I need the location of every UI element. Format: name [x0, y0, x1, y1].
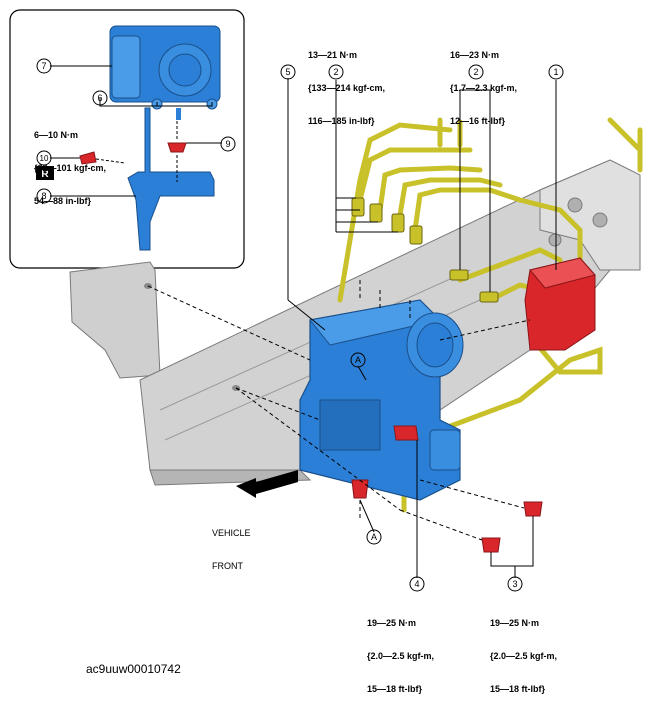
- vehicle-front-line: VEHICLE: [212, 528, 251, 538]
- torque-line: 54—88 in-lbf}: [34, 196, 92, 206]
- red-module: [524, 257, 596, 351]
- vehicle-front-label: VEHICLE FRONT: [212, 506, 251, 583]
- callout-2b: [468, 64, 484, 80]
- callout-6: [92, 90, 108, 106]
- vehicle-front-line: FRONT: [212, 561, 243, 571]
- callout-3: [507, 576, 523, 592]
- nut-a-bottom: [351, 479, 369, 499]
- callout-10-text: 10: [40, 154, 49, 163]
- torque-line: 116—185 in-lbf}: [308, 116, 375, 126]
- callout-9: [220, 136, 236, 152]
- torque-19-25-a: 19—25 N·m {2.0—2.5 kgf-m, 15—18 ft-lbf}: [367, 596, 434, 706]
- torque-line: 19—25 N·m: [490, 618, 540, 628]
- inset-nut-9: [167, 142, 187, 153]
- callout-1-text: 1: [553, 67, 558, 77]
- torque-line: {2.0—2.5 kgf-m,: [490, 651, 558, 661]
- callout-3-text: 3: [512, 579, 517, 589]
- inset-bracket: [127, 107, 215, 251]
- torque-line: {2.0—2.5 kgf-m,: [367, 651, 435, 661]
- torque-line: {133—214 kgf-cm,: [308, 83, 386, 93]
- vehicle-front-arrow: [236, 470, 298, 498]
- callout-1: [548, 64, 564, 80]
- torque-line: 19—25 N·m: [367, 618, 417, 628]
- nut-3b: [523, 501, 543, 517]
- callout-7: [36, 58, 52, 74]
- callout-a-top: [350, 352, 366, 368]
- callout-8-text: 8: [41, 191, 46, 201]
- callout-a-bottom-text: A: [371, 532, 377, 542]
- torque-line: 6—10 N·m: [34, 130, 79, 140]
- dashed-guides: [147, 280, 531, 541]
- exploded-diagram: R 7 6 10 9 8 5 2 2 1 A A 4 3: [9, 9, 643, 592]
- callout-5-text: 5: [285, 67, 290, 77]
- torque-13-21: 13—21 N·m {133—214 kgf-cm, 116—185 in-lb…: [308, 28, 385, 138]
- callout-10: [36, 150, 52, 166]
- callout-a-top-text: A: [355, 355, 361, 365]
- r-box: [36, 166, 54, 180]
- callout-6-text: 6: [97, 93, 102, 103]
- torque-line: 16—23 N·m: [450, 50, 500, 60]
- torque-line: 13—21 N·m: [308, 50, 358, 60]
- hydraulic-unit: [299, 299, 464, 501]
- callout-8: [36, 188, 52, 204]
- torque-line: 12—16 ft-lbf}: [450, 116, 506, 126]
- callout-2a: [328, 64, 344, 80]
- torque-line: {1.7—2.3 kgf-m,: [450, 83, 518, 93]
- callout-2a-text: 2: [333, 67, 338, 77]
- torque-16-23: 16—23 N·m {1.7—2.3 kgf-m, 12—16 ft-lbf}: [450, 28, 517, 138]
- callout-5: [280, 64, 296, 80]
- torque-line: {62—101 kgf-cm,: [34, 163, 107, 173]
- inset-clip-10: [79, 151, 97, 165]
- callout-7-text: 7: [41, 61, 46, 71]
- pipe-fittings: [351, 197, 499, 303]
- r-box-label: R: [41, 169, 49, 180]
- leader-lines: [287, 78, 557, 578]
- nut-main: [393, 425, 419, 441]
- callout-4: [409, 576, 425, 592]
- figure-id: ac9uuw00010742: [86, 662, 181, 676]
- callouts: [36, 58, 564, 592]
- torque-6-10: 6—10 N·m {62—101 kgf-cm, 54—88 in-lbf}: [34, 108, 106, 218]
- callout-9-text: 9: [225, 139, 230, 149]
- callout-a-bottom: [366, 529, 382, 545]
- callout-2b-text: 2: [473, 67, 478, 77]
- torque-19-25-b: 19—25 N·m {2.0—2.5 kgf-m, 15—18 ft-lbf}: [490, 596, 557, 706]
- inset-hydraulic-unit: [109, 25, 221, 110]
- nut-3a: [481, 537, 501, 553]
- callout-4-text: 4: [414, 579, 419, 589]
